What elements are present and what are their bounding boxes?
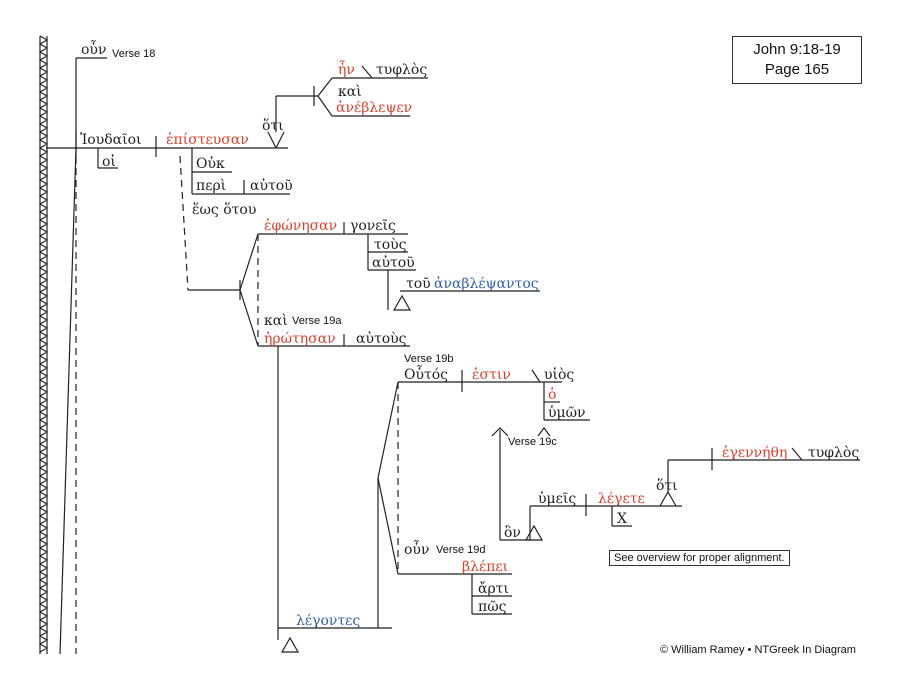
fork-houtos	[377, 381, 399, 479]
word-hoti2: ὅτι	[656, 477, 678, 494]
word-heos: ἕως ὅτου	[192, 201, 256, 218]
participle-stand-2	[280, 636, 300, 653]
heos-dashed-connector	[179, 155, 189, 291]
copyright-line: © William Ramey • NTGreek In Diagram	[660, 644, 856, 656]
reference-passage: John 9:18-19	[753, 41, 841, 58]
hoti2-stand	[659, 490, 677, 507]
word-estin: ἐστιν	[472, 366, 511, 383]
word-ioudaioi: Ἰουδαῖοι	[80, 131, 142, 148]
reference-page: Page 165	[764, 61, 830, 78]
hoti-slant	[267, 131, 277, 149]
word-peri: περὶ	[196, 177, 226, 194]
alignment-note: See overview for proper alignment.	[609, 550, 790, 566]
rel-mark-2	[491, 427, 509, 437]
word-tou: τοῦ	[406, 276, 431, 292]
label-verse19b: Verse 19b	[404, 353, 454, 365]
word-autou1: αὐτοῦ	[250, 177, 293, 194]
word-egennethe: ἐγεννήθη	[722, 444, 787, 461]
word-hymon: ὑμῶν	[548, 404, 586, 421]
word-typhlos2: τυφλὸς	[808, 445, 859, 461]
word-pos: πῶς	[478, 599, 507, 615]
fork-erotesan	[239, 289, 259, 347]
word-hoi: οἱ	[102, 153, 116, 170]
word-aneblepsen: ἀνέβλεψεν	[336, 99, 412, 116]
word-ephonesan: ἐφώνησαν	[264, 217, 337, 234]
margin-zigzag	[38, 35, 49, 653]
word-hoti1: ὅτι	[262, 117, 284, 134]
huios-slash	[531, 369, 541, 383]
word-autou2: αὐτοῦ	[372, 254, 415, 271]
label-verse18: Verse 18	[112, 48, 155, 60]
word-typhlos1: τυφλὸς	[376, 62, 427, 78]
word-huios: υἱὸς	[544, 366, 574, 383]
fork-blepei	[377, 477, 399, 575]
rel-stand	[524, 524, 544, 541]
word-episteusan: ἐπίστευσαν	[166, 131, 249, 148]
long-connector	[59, 147, 77, 655]
word-kai1: καὶ	[338, 83, 362, 100]
word-anablepsantos: ἀναβλέψαντος	[434, 275, 539, 292]
word-kai2: καὶ	[264, 312, 288, 329]
fork-lower	[317, 95, 333, 117]
typhlos2-slash	[791, 447, 803, 461]
rel-mark-1	[537, 427, 551, 437]
word-tous: τοὺς	[374, 237, 407, 253]
word-houtos: Οὗτός	[404, 364, 448, 383]
word-goneis: γονεῖς	[350, 218, 396, 234]
word-erotesan: ἠρώτησαν	[264, 330, 336, 347]
label-verse19c: Verse 19c	[508, 436, 557, 448]
participle-stand-1	[392, 294, 412, 311]
word-hymeis: ὑμεῖς	[538, 490, 576, 507]
word-x: X	[617, 511, 627, 527]
word-legete: λέγετε	[598, 490, 645, 507]
word-autous: αὐτοὺς	[356, 330, 407, 347]
word-ho: ὁ	[548, 386, 556, 403]
word-arti: ἄρτι	[478, 580, 509, 597]
word-oun18: οὖν	[81, 39, 106, 58]
word-legontes: λέγοντες	[296, 612, 360, 629]
predicate-slash	[361, 65, 373, 79]
word-oun19d: οὖν	[404, 539, 429, 558]
hoti-slant-2	[275, 131, 285, 149]
label-verse19d: Verse 19d	[436, 544, 486, 556]
word-blepei: βλέπει	[462, 558, 508, 575]
word-en: ἦν	[338, 59, 355, 78]
fork-ephonesan	[239, 233, 259, 291]
reference-box: John 9:18-19 Page 165	[732, 36, 862, 84]
word-hon: ὃν	[504, 524, 521, 541]
label-verse19a: Verse 19a	[292, 315, 342, 327]
fork-upper	[317, 77, 333, 97]
word-ouk: Οὐκ	[196, 155, 225, 172]
